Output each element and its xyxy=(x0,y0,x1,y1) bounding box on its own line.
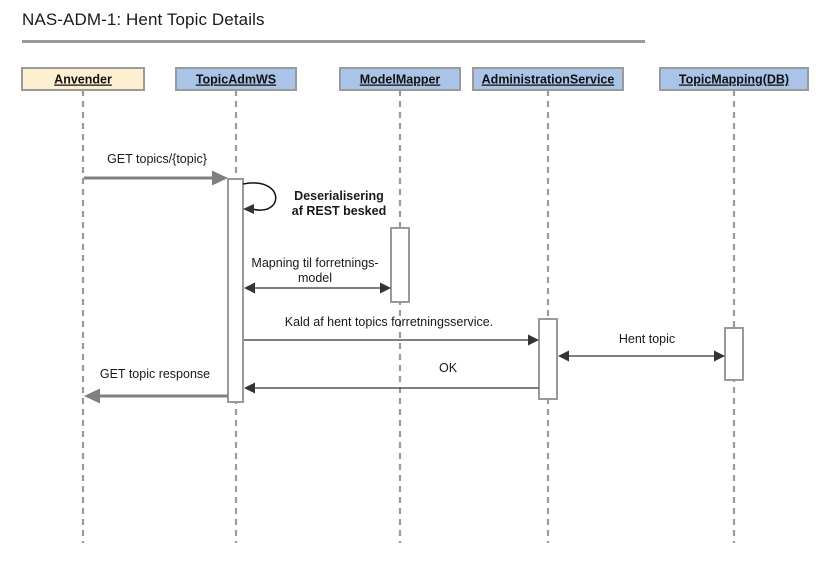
msg-kald-forretningsservice: Kald af hent topics forretningsservice. xyxy=(244,315,539,346)
activation-bar-administrationservice xyxy=(538,318,558,400)
participant-label-administrationservice: AdministrationService xyxy=(482,73,615,87)
message-label: GET topic response xyxy=(100,367,210,381)
participant-box-administrationservice[interactable] xyxy=(472,67,624,91)
arrowhead-left xyxy=(84,388,100,404)
msg-get-topic-response: GET topic response xyxy=(84,367,228,404)
message-label: Kald af hent topics forretningsservice. xyxy=(285,315,493,329)
arrowhead-right xyxy=(212,170,228,186)
activation-bar-topicmapping xyxy=(724,327,744,381)
participant-anvender[interactable]: Anvender xyxy=(21,67,145,91)
participant-label-anvender: Anvender xyxy=(54,73,112,87)
participant-boxes-layer: Anvender TopicAdmWS ModelMapper Administrat… xyxy=(21,67,809,91)
arrowhead-right xyxy=(714,350,725,362)
arrowhead-right xyxy=(380,282,391,294)
activations-layer xyxy=(227,178,744,403)
participant-box-topicmapping[interactable] xyxy=(659,67,809,91)
participant-box-topicadmws[interactable] xyxy=(175,67,297,91)
arrowhead-left xyxy=(244,282,255,294)
participant-modelmapper[interactable]: ModelMapper xyxy=(339,67,461,91)
title-divider xyxy=(22,40,645,43)
message-label: Hent topic xyxy=(619,332,675,346)
arrowhead-left xyxy=(244,382,255,394)
message-label: Mapning til forretnings-model xyxy=(251,256,378,285)
lifelines-layer xyxy=(81,90,736,543)
arrowhead-left xyxy=(243,204,254,214)
participant-box-modelmapper[interactable] xyxy=(339,67,461,91)
participant-administrationservice[interactable]: AdministrationService xyxy=(472,67,624,91)
participant-label-topicadmws: TopicAdmWS xyxy=(196,73,276,87)
msg-get-topics: GET topics/{topic} xyxy=(84,152,228,186)
message-label: OK xyxy=(439,361,458,375)
msg-ok: OK xyxy=(244,361,539,394)
participant-topicmapping[interactable]: TopicMapping(DB) xyxy=(659,67,809,91)
message-label: GET topics/{topic} xyxy=(107,152,207,166)
activation-bar-modelmapper xyxy=(390,227,410,303)
arrowhead-left xyxy=(558,350,569,362)
participant-topicadmws[interactable]: TopicAdmWS xyxy=(175,67,297,91)
participant-label-modelmapper: ModelMapper xyxy=(360,73,441,87)
participant-box-anvender[interactable] xyxy=(21,67,145,91)
participant-label-topicmapping: TopicMapping(DB) xyxy=(679,73,789,87)
msg-hent-topic: Hent topic xyxy=(558,332,725,362)
activation-bar-topicadmws xyxy=(227,178,244,403)
msg-mapning: Mapning til forretnings-model xyxy=(244,256,391,294)
arrowhead-right xyxy=(528,334,539,346)
page-title: NAS-ADM-1: Hent Topic Details xyxy=(22,10,265,29)
self-loop-path xyxy=(242,182,277,211)
